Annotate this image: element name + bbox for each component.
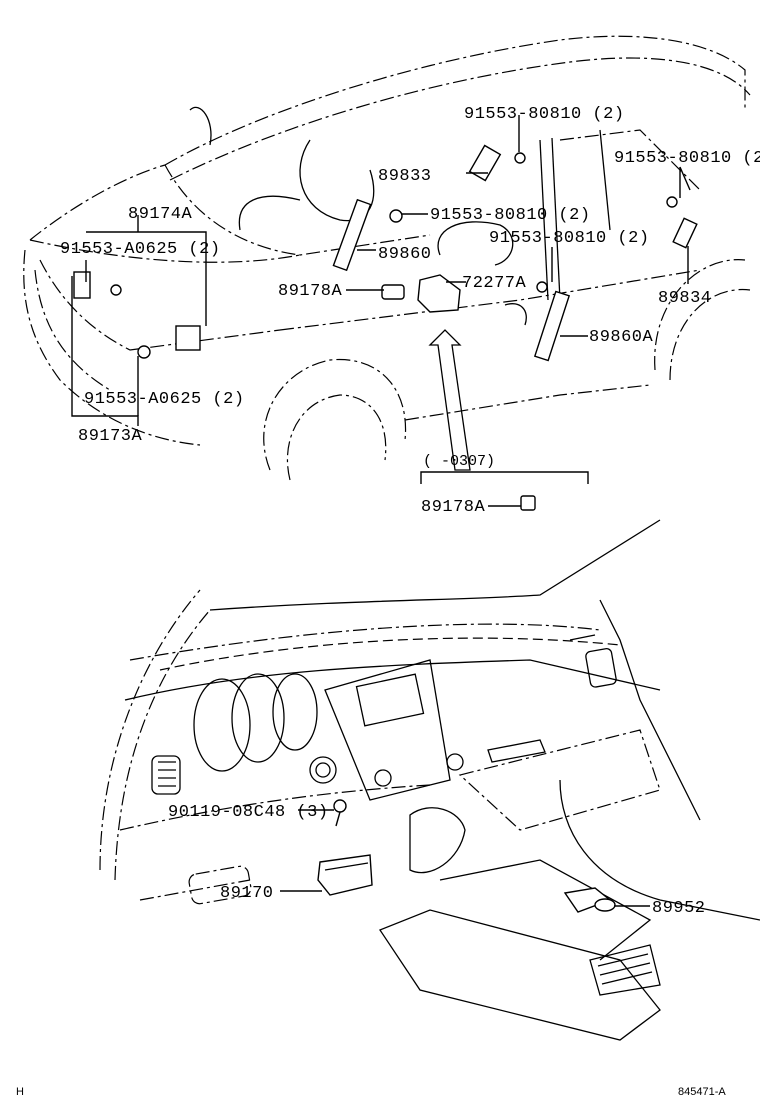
sensor-89860	[332, 198, 372, 272]
label-90119-08C48: 90119-08C48 (3)	[168, 803, 329, 822]
label-91553-80810-right: 91553-80810 (2)	[614, 149, 760, 168]
label-89178A-variant: 89178A	[421, 498, 486, 517]
connector-89178A	[381, 284, 405, 300]
sensor-89834	[666, 196, 698, 249]
label-89173A: 89173A	[78, 427, 143, 446]
bolt-icon	[137, 345, 151, 359]
label-89860A: 89860A	[589, 328, 654, 347]
label-91553-A0625-top: 91553-A0625 (2)	[60, 240, 221, 259]
bolt-icon	[110, 284, 122, 296]
label-91553-80810-mid: 91553-80810 (2)	[430, 206, 591, 225]
variant-range: ( -0307)	[423, 453, 495, 470]
label-91553-80810-top: 91553-80810 (2)	[464, 105, 625, 124]
label-89170: 89170	[220, 884, 274, 903]
sensor-89174A	[175, 325, 201, 351]
connector-89178A-variant	[520, 495, 536, 511]
variant-box: ( -0307) 89178A	[420, 453, 589, 517]
label-89178A: 89178A	[278, 282, 343, 301]
sensor-89952	[563, 887, 616, 913]
sensor-89173A	[73, 271, 91, 299]
sensor-89860A	[533, 290, 571, 362]
label-89834: 89834	[658, 289, 712, 308]
airbag-module-89170	[317, 854, 373, 896]
leader-lines-top	[71, 115, 691, 426]
sensor-72277A	[417, 274, 461, 313]
bolt-90119-08C48	[333, 799, 347, 827]
dashboard-outline	[99, 519, 760, 1041]
footer-code: H	[16, 1086, 24, 1098]
diagram-id: 845471-A	[678, 1086, 726, 1098]
bolt-icon	[389, 209, 403, 223]
label-89174A: 89174A	[128, 205, 193, 224]
bolt-icon	[536, 281, 548, 293]
label-91553-80810-low: 91553-80810 (2)	[489, 229, 650, 248]
label-89833: 89833	[378, 167, 432, 186]
sensor-89833	[468, 144, 526, 182]
label-72277A: 72277A	[462, 274, 527, 293]
label-89860: 89860	[378, 245, 432, 264]
label-89952: 89952	[652, 899, 706, 918]
label-91553-A0625-bottom: 91553-A0625 (2)	[84, 390, 245, 409]
